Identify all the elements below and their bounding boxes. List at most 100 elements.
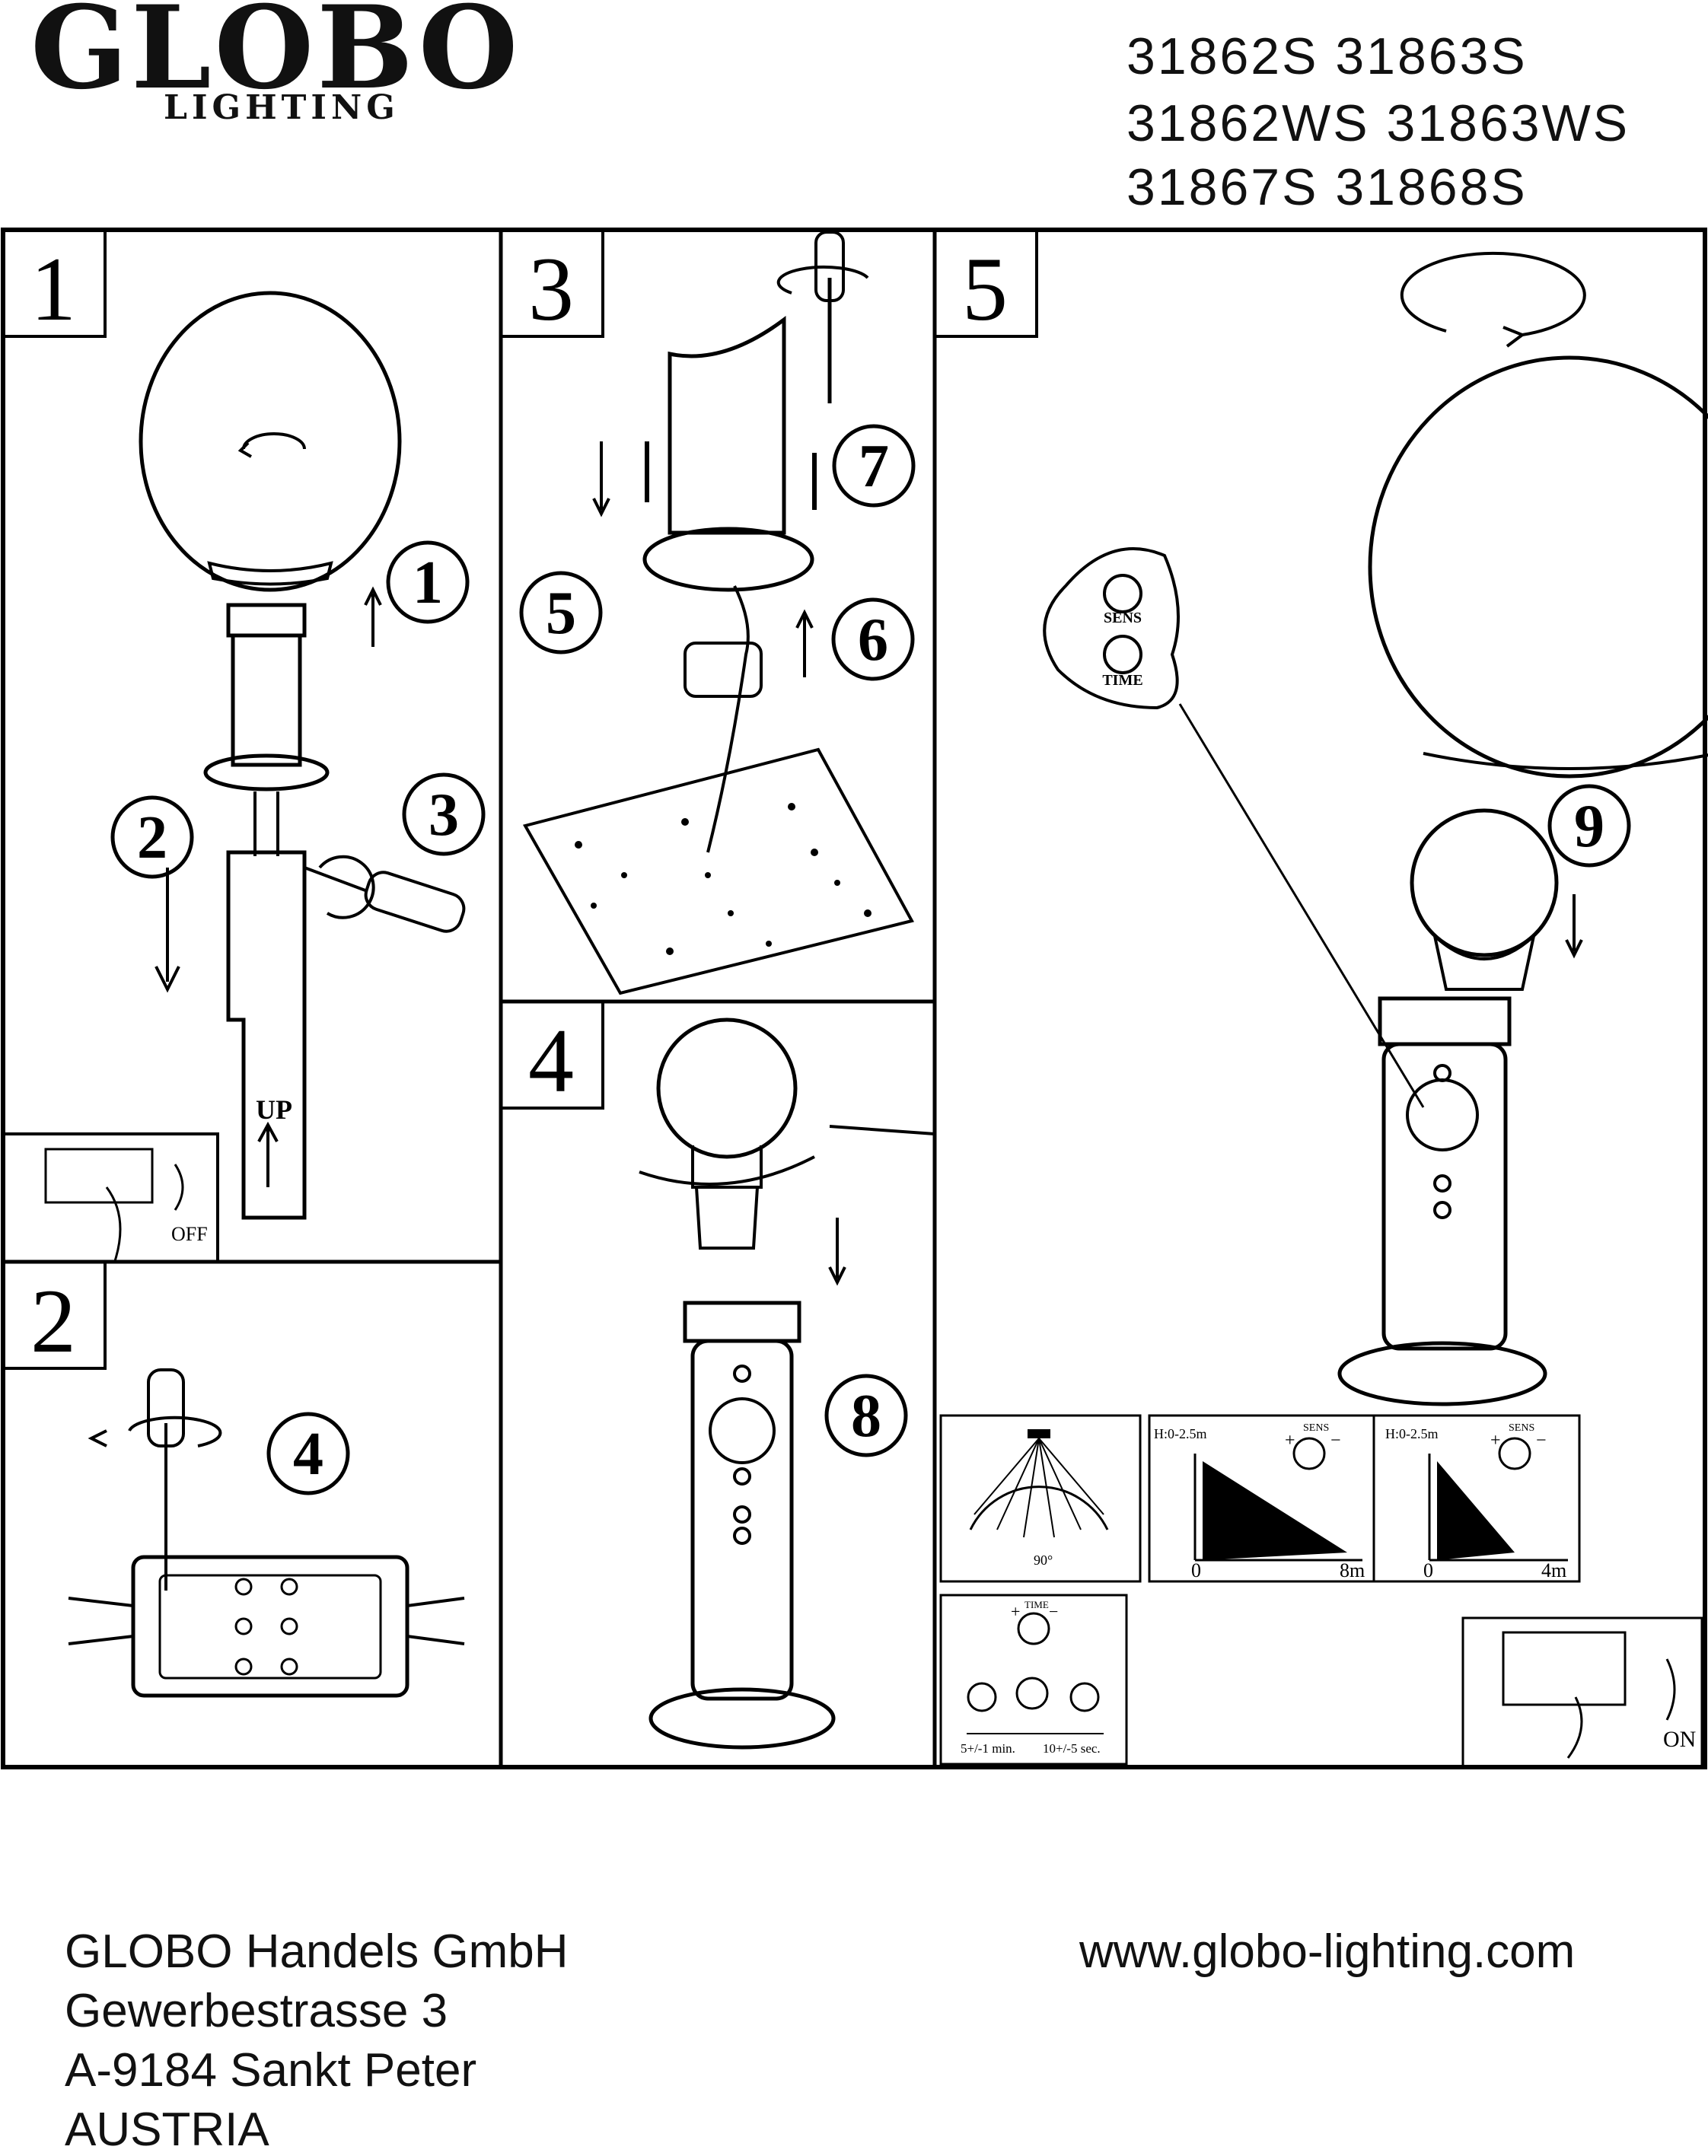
globe-rim [1423, 752, 1708, 770]
callout-1-label: 1 [413, 549, 443, 616]
height-label-2: H:0-2.5m [1385, 1426, 1439, 1441]
breaker-on-inset [1461, 1616, 1703, 1769]
step-number-2: 2 [30, 1270, 76, 1371]
base-plate [642, 527, 814, 592]
time-min-label: 5+/-1 min. [961, 1741, 1015, 1756]
rotate-arrow-icon [318, 855, 375, 919]
footer-company: GLOBO Handels GmbH [65, 1925, 569, 1978]
footer-country: AUSTRIA [65, 2103, 269, 2156]
time-dial-label: TIME [1024, 1599, 1049, 1610]
step-box-3 [499, 228, 604, 338]
thread-top [683, 1301, 801, 1343]
range-8m-area [1203, 1461, 1347, 1560]
minus-label-1: − [1330, 1431, 1341, 1451]
time-label: TIME [1102, 672, 1142, 689]
breaker-icon [44, 1148, 154, 1204]
step-box-1 [2, 228, 107, 338]
step-number-5: 5 [962, 238, 1008, 339]
hand-icon [105, 1186, 122, 1264]
base-ring [203, 753, 330, 791]
step-number-4: 4 [528, 1010, 574, 1111]
motion-sensor [1406, 1078, 1479, 1151]
breaker-icon [1502, 1631, 1627, 1706]
off-label: OFF [171, 1223, 208, 1245]
breaker-off-inset [2, 1132, 219, 1263]
bulb-icon [656, 1017, 798, 1159]
sensor-detail-callout [1043, 547, 1180, 710]
time-dial-icon [1017, 1612, 1050, 1645]
footer-city: A-9184 Sankt Peter [65, 2044, 477, 2097]
sens-label-2: SENS [1509, 1422, 1534, 1434]
motion-sensor [709, 1397, 776, 1464]
minus-label-2: − [1536, 1431, 1547, 1451]
callout-3-label: 3 [429, 782, 459, 849]
time-knob [733, 1505, 751, 1524]
model-line-1: 31862S 31863S [1126, 27, 1528, 85]
rotate-arrow-icon [776, 265, 869, 295]
connector-block [684, 642, 763, 698]
callout-4 [266, 1412, 350, 1495]
time-plus-label: + [1011, 1602, 1020, 1621]
detection-angle-inset [939, 1414, 1142, 1583]
globe-shade [139, 291, 402, 592]
sens-label: SENS [1104, 610, 1142, 626]
sens-dial-icon [1498, 1437, 1531, 1470]
step-number-1: 1 [30, 238, 76, 339]
base-plate [648, 1687, 836, 1750]
sens-label-1: SENS [1303, 1422, 1329, 1434]
lamp-holder [231, 633, 302, 767]
on-label: ON [1663, 1727, 1696, 1752]
thread-top [1378, 996, 1512, 1046]
callout-2-label: 2 [137, 804, 167, 871]
sens-knob [733, 1467, 751, 1486]
callout-5-label: 5 [546, 580, 576, 647]
callout-9-label: 9 [1574, 793, 1604, 860]
screwdriver-icon [304, 866, 366, 892]
time-setting-inset [939, 1594, 1128, 1766]
lamp-post-body [1381, 1042, 1508, 1351]
model-line-3: 31867S 31868S [1126, 158, 1528, 216]
time-sec-label: 10+/-5 sec. [1043, 1741, 1101, 1756]
range-4m-area [1437, 1461, 1515, 1560]
callout-9 [1547, 784, 1631, 868]
callout-7 [832, 424, 916, 508]
rotate-arrow-icon [1400, 251, 1586, 336]
base-plate [1337, 1341, 1547, 1406]
brand-logo-sub: LIGHTING [164, 88, 400, 127]
junction-box [131, 1555, 409, 1698]
rotate-arrow-icon [128, 1416, 222, 1447]
range-zero-2: 0 [1423, 1559, 1433, 1581]
height-label-1: H:0-2.5m [1154, 1426, 1207, 1441]
up-label: UP [256, 1094, 292, 1125]
mounting-plate [226, 850, 307, 1220]
instruction-diagram: 1 3 5 2 4 UP 1 2 3 OFF [1, 228, 1708, 1769]
bulb-off-icon [967, 1682, 997, 1712]
detection-arc [969, 1486, 1109, 1530]
callout-4-label: 4 [293, 1421, 323, 1488]
callout-3 [402, 772, 486, 856]
rotate-arrow-icon [242, 432, 306, 450]
step-box-5 [933, 228, 1038, 338]
time-knob [1433, 1201, 1451, 1219]
thread-top [226, 603, 307, 638]
pole-section [668, 316, 786, 535]
footer-website[interactable]: www.globo-lighting.com [1079, 1925, 1576, 1978]
globe-shade [1368, 355, 1708, 779]
step-box-4 [499, 1000, 604, 1110]
cable [706, 585, 750, 853]
hand-icon [1566, 1696, 1583, 1759]
callout-8 [824, 1374, 908, 1457]
sens-dial-icon [1292, 1437, 1326, 1470]
time-knob-icon [1103, 635, 1142, 674]
plus-label-2: + [1490, 1431, 1501, 1451]
range-4m-label: 4m [1541, 1559, 1566, 1581]
bulb-on-icon [1015, 1677, 1049, 1710]
lamp-post-body [690, 1339, 794, 1701]
brand-logo: GLOBO [30, 0, 521, 115]
bulb-off-icon [1069, 1682, 1100, 1712]
footer-street: Gewerbestrasse 3 [65, 1985, 448, 2037]
sens-knob [1433, 1174, 1451, 1193]
globe-rim [207, 561, 333, 586]
range-8m-label: 8m [1340, 1559, 1365, 1581]
rotate-arrow-icon [639, 1155, 815, 1186]
